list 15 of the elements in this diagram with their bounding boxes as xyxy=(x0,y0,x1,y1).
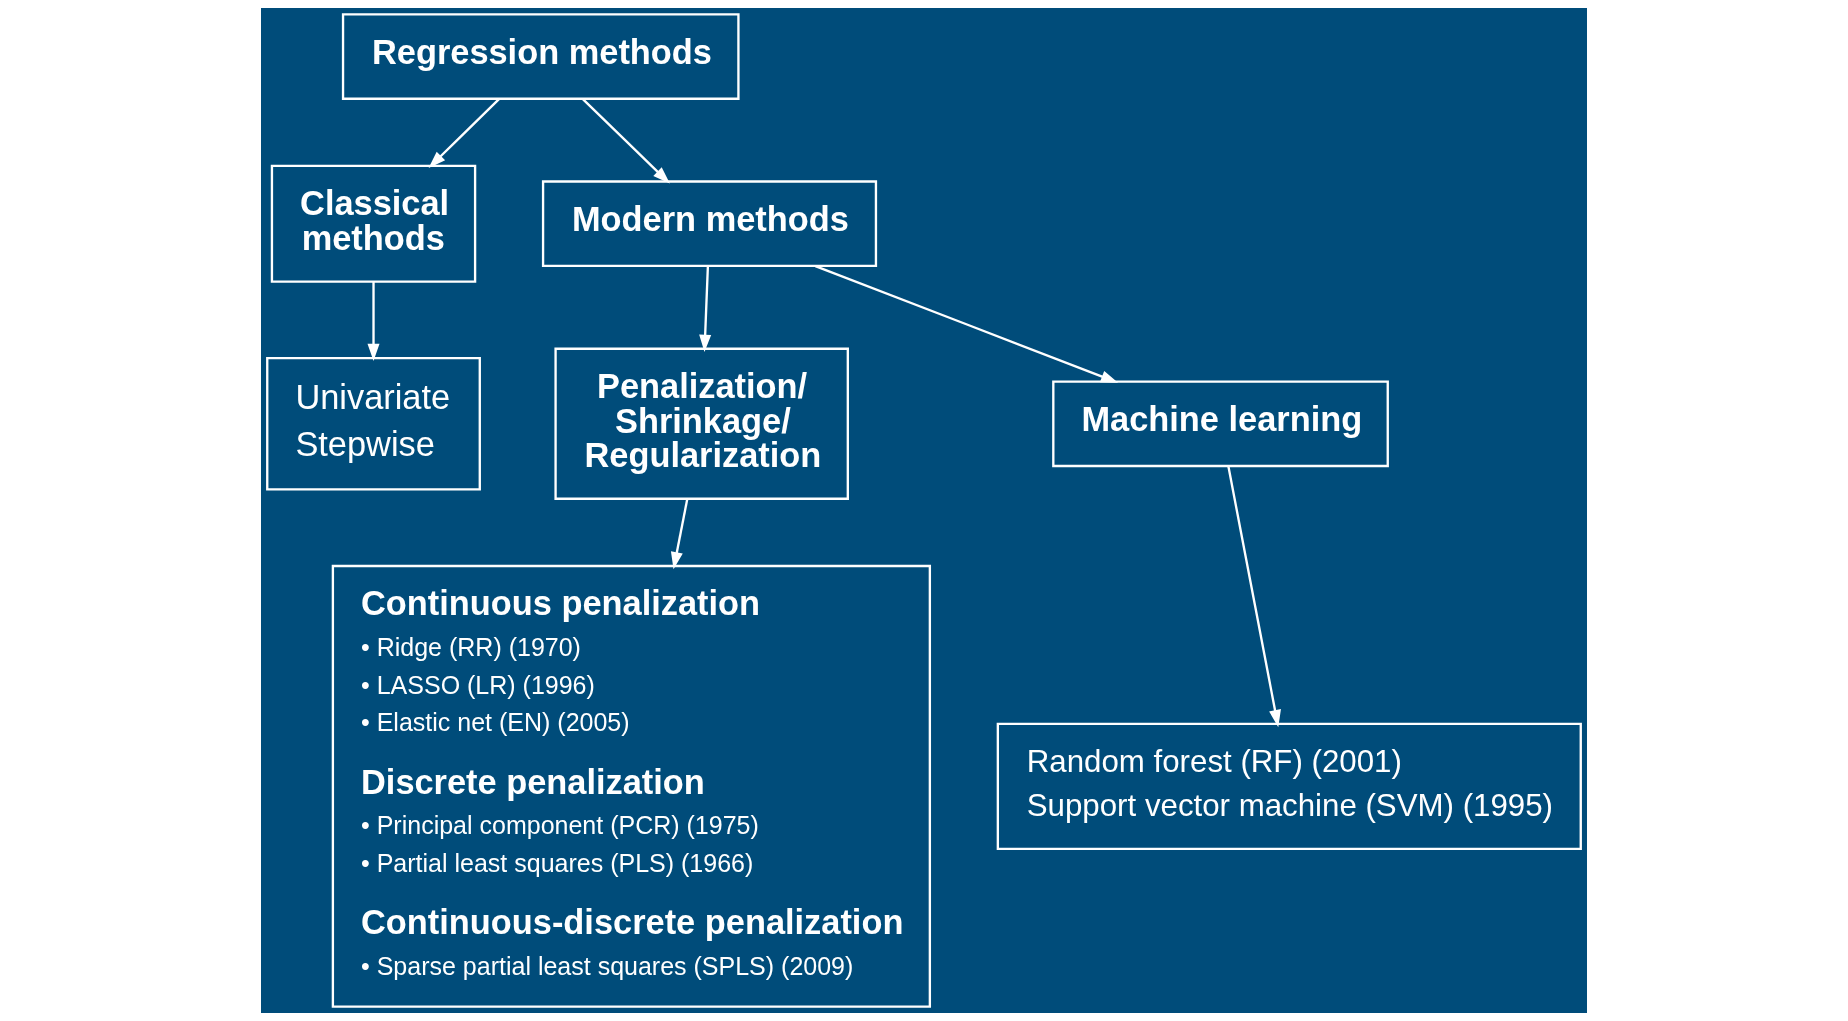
arrow xyxy=(367,281,380,361)
arrow xyxy=(582,98,670,184)
node-box: Univariate Stepwise xyxy=(266,356,481,491)
node-box: Continuous penalization • Ridge (RR) (1970) • LASSO (LR) (1996) • Elastic net (EN) (2005) Discrete penalization • Principal component (PCR) (1975) • Partial least squares (PLS) (1966) Continuous-discrete penalization • Sparse partial least squares (SPLS) (2009) xyxy=(331,564,932,1008)
node-box: Classical methods xyxy=(270,164,477,283)
node-box: Regression methods xyxy=(341,13,740,100)
arrow xyxy=(1227,466,1281,728)
arrow xyxy=(670,498,689,570)
node-box: Random forest (RF) (2001) Support vector machine (SVM) (1995) xyxy=(996,722,1582,850)
node-box: Machine learning xyxy=(1052,380,1389,468)
node-box: Penalization/ Shrinkage/ Regularization xyxy=(554,347,849,500)
arrow xyxy=(814,265,1119,383)
arrow xyxy=(699,266,712,352)
arrow xyxy=(428,98,500,169)
node-box: Modern methods xyxy=(541,180,878,268)
